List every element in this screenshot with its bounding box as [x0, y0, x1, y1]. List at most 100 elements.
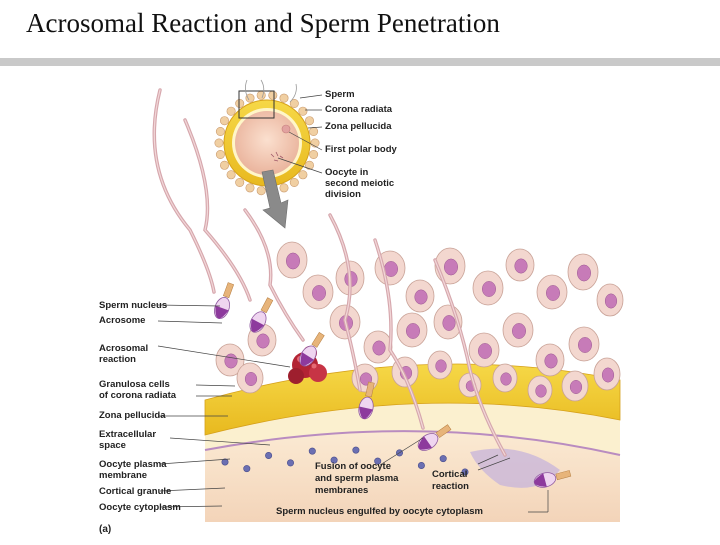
granulosa-cell-nucleus [312, 285, 326, 301]
corona-cell [215, 127, 225, 137]
granulosa-cell-nucleus [601, 367, 615, 383]
cortical-granule [265, 451, 273, 459]
sperm-head [533, 470, 572, 488]
granulosa-cell-nucleus [444, 258, 458, 276]
corona-cell [298, 170, 308, 180]
inset-zoom-box [238, 90, 275, 119]
granulosa-cell-nucleus [224, 353, 238, 369]
sperm-head [249, 297, 274, 333]
label-first-polar-body: First polar body [325, 144, 397, 155]
label-fusion-line-2: and sperm plasma [315, 473, 399, 484]
cortical-granules [221, 446, 469, 476]
inset-sperm-tails [245, 79, 297, 103]
sperm-tail-highlight [184, 119, 251, 301]
sperm-head [358, 381, 375, 420]
sperm-midpiece [435, 424, 452, 438]
granulosa-cell-nucleus [406, 323, 420, 339]
corona-cell [256, 186, 266, 196]
cortical-granule [352, 446, 360, 454]
label-oocyte-membrane-line-1: Oocyte plasma [99, 459, 167, 470]
label-oocyte-line-2: second meiotic [325, 178, 395, 189]
granulosa-cell-nucleus [372, 340, 386, 356]
corona-cell [214, 138, 224, 148]
corona-cell [245, 93, 255, 103]
bottom-leader-lines [379, 437, 549, 513]
sperm-head [299, 332, 325, 367]
granulosa-cell-nucleus [286, 252, 300, 270]
main-cross-section [152, 88, 624, 522]
slide-title: Acrosomal Reaction and Sperm Penetration [26, 8, 500, 38]
label-extracellular-line-2: space [99, 440, 126, 451]
cortical-granule [286, 459, 294, 467]
cortical-granule [374, 457, 382, 465]
corona-cell [268, 90, 278, 100]
sperm-midpiece [311, 332, 325, 348]
extracellular-space-region [205, 403, 620, 455]
granulosa-cell-nucleus [482, 281, 496, 297]
label-inset-zona-pellucida: Zona pellucida [325, 121, 392, 132]
corona-cell [304, 116, 314, 126]
label-corona-radiata: Corona radiata [325, 104, 393, 115]
granulosa-cell-nucleus [512, 323, 526, 339]
corona-cell [279, 93, 289, 103]
cortical-granule [417, 461, 425, 469]
corona-cell [235, 98, 245, 108]
sperm-acrosome [300, 352, 314, 366]
sperm-head [214, 282, 235, 320]
sperm-cells [152, 88, 572, 488]
corona-radiata-cells [214, 90, 320, 196]
sperm-acrosome [251, 318, 265, 332]
oocyte-plasma-membrane [204, 430, 621, 456]
sperm-acrosome [359, 406, 373, 419]
label-granulosa-line-1: Granulosa cells [99, 379, 170, 390]
sperm-tail-highlight [153, 89, 215, 293]
sperm-midpiece [365, 381, 375, 398]
fertilization-illustration [152, 79, 624, 522]
sperm-midpiece [260, 297, 274, 314]
cortical-granule [461, 468, 469, 476]
cortical-granule [308, 447, 316, 455]
label-acrosomal-reaction-line-2: reaction [99, 354, 136, 365]
granulosa-cell-nucleus [435, 359, 447, 373]
inset-chromosomes [270, 151, 284, 162]
granulosa-cell-nucleus [244, 372, 258, 386]
fertilization-figure: Sperm Corona radiata Zona pellucida Firs… [0, 60, 720, 540]
corona-cell [226, 170, 236, 180]
granulosa-cell-nucleus [544, 353, 558, 369]
left-leader-lines [157, 304, 291, 508]
label-oocyte-cytoplasm: Oocyte cytoplasm [99, 502, 181, 513]
label-oocyte-line-1: Oocyte in [325, 167, 369, 178]
label-acrosomal-reaction-line-1: Acrosomal [99, 343, 149, 354]
cortical-granule [330, 456, 338, 464]
corona-cell [226, 106, 236, 116]
granulosa-cells [215, 241, 624, 405]
sperm-tail-highlight [244, 209, 304, 341]
granulosa-cell-nucleus [535, 384, 547, 398]
label-fusion-line-3: membranes [315, 485, 369, 496]
inset-oocyte [214, 79, 323, 229]
label-sperm-engulfed: Sperm nucleus engulfed by oocyte cytopla… [276, 506, 483, 517]
cortical-granule [439, 455, 447, 463]
label-oocyte-membrane-line-2: membrane [99, 470, 148, 481]
corona-cell [289, 178, 299, 188]
corona-cell [245, 183, 255, 193]
sperm-acrosome [215, 305, 229, 319]
label-sperm: Sperm [325, 89, 355, 100]
label-oocyte-line-3: division [325, 189, 361, 200]
sperm-tail-highlight [374, 239, 424, 429]
label-extracellular-line-1: Extracellular [99, 429, 157, 440]
sperm-acrosome [418, 436, 433, 450]
corona-cell [220, 116, 230, 126]
granulosa-cell-nucleus [604, 293, 618, 309]
granulosa-cell-nucleus [578, 337, 592, 353]
zoom-arrow-icon [261, 169, 289, 229]
granulosa-cell-nucleus [514, 258, 528, 274]
sperm-acrosome [534, 473, 547, 487]
granulosa-cell-nucleus [577, 264, 591, 282]
granulosa-cell-nucleus [569, 380, 583, 394]
corona-cell [309, 127, 319, 137]
sperm-midpiece [555, 470, 572, 481]
corona-cell [298, 106, 308, 116]
corona-cell [279, 183, 289, 193]
granulosa-cell-nucleus [414, 289, 428, 305]
